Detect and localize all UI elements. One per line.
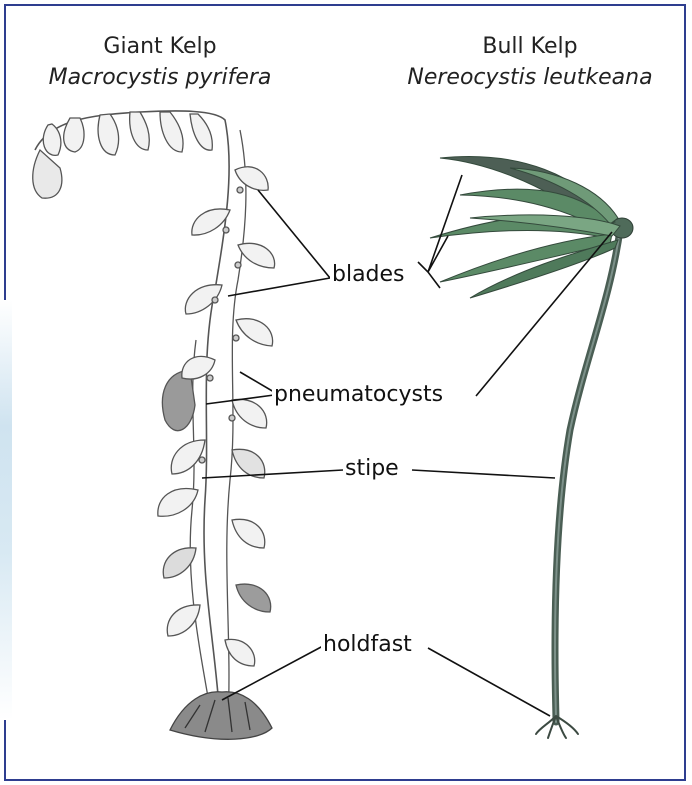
- holdfast-leader-bull: [428, 648, 550, 716]
- bull-kelp-blades: [430, 157, 620, 298]
- bull-kelp-common-name: Bull Kelp: [482, 34, 577, 59]
- pneumatocysts-leader-giant-upper: [240, 372, 274, 392]
- stipe-leader-giant: [202, 470, 343, 478]
- blades-label: blades: [330, 262, 407, 287]
- holdfast-label: holdfast: [321, 632, 414, 657]
- bull-kelp-holdfast: [536, 716, 578, 738]
- pneumatocysts-label: pneumatocysts: [272, 382, 445, 407]
- giant-kelp-title: Giant Kelp Macrocystis pyrifera: [20, 34, 300, 90]
- bull-kelp-stipe: [555, 230, 620, 722]
- bull-kelp-title: Bull Kelp Nereocystis leutkeana: [380, 34, 680, 90]
- bull-kelp-scientific-name: Nereocystis leutkeana: [380, 65, 680, 90]
- giant-kelp-holdfast: [170, 692, 272, 740]
- giant-kelp-common-name: Giant Kelp: [103, 34, 216, 59]
- stipe-label: stipe: [343, 456, 401, 481]
- stipe-leader-bull: [412, 470, 555, 478]
- giant-kelp-stipe: [35, 111, 229, 720]
- blades-leader-giant-lower: [228, 278, 330, 296]
- giant-kelp-illustration: [33, 111, 275, 739]
- giant-kelp-scientific-name: Macrocystis pyrifera: [20, 65, 300, 90]
